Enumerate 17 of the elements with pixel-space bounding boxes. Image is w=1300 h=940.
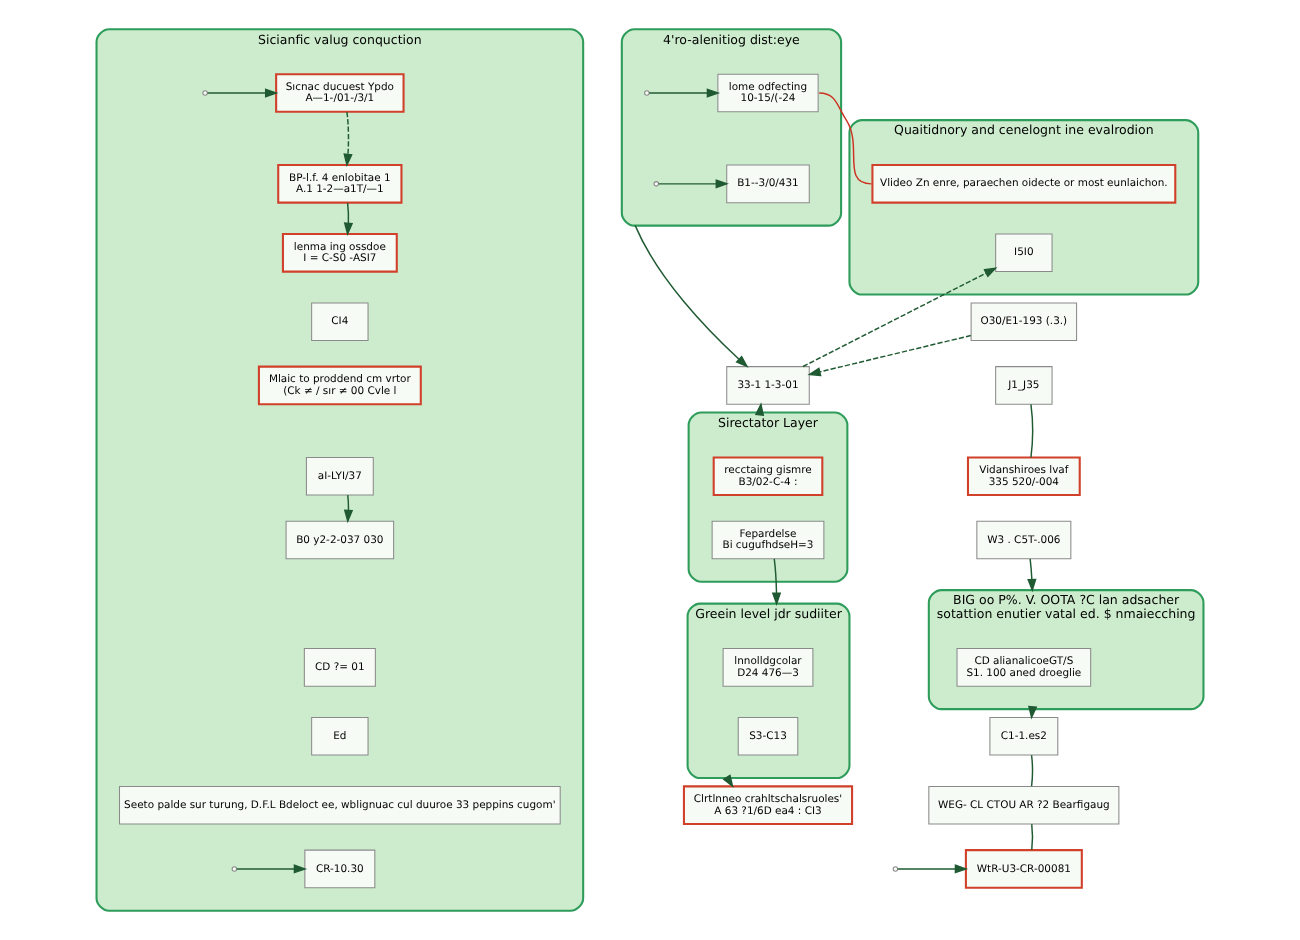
arrow (807, 334, 972, 377)
arrow (648, 88, 721, 98)
arrow (802, 267, 998, 368)
connector (1031, 823, 1034, 851)
connector (1030, 403, 1034, 458)
connector (1030, 754, 1034, 787)
arrow (206, 88, 279, 98)
arrow (897, 864, 969, 874)
arrow (343, 111, 353, 168)
arrow (343, 494, 354, 524)
arrow (634, 224, 749, 368)
arrow (236, 864, 308, 874)
arrow (771, 558, 782, 606)
arrow (343, 202, 354, 236)
arrow (657, 179, 729, 189)
arrow (1027, 558, 1037, 593)
connector (818, 92, 873, 185)
